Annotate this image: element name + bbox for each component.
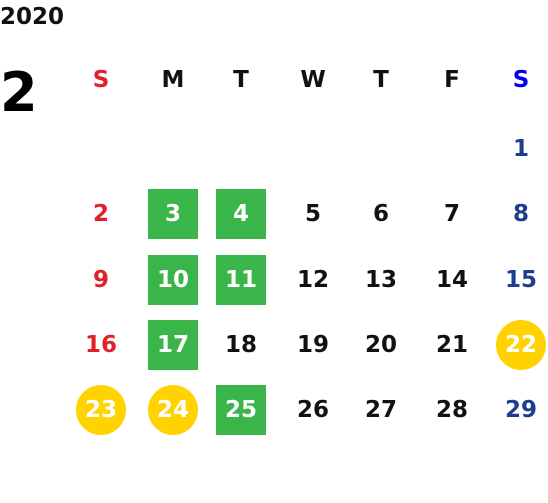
weekday-label: M xyxy=(161,67,185,93)
calendar-day[interactable]: 19 xyxy=(296,332,329,358)
calendar-day[interactable]: 2 xyxy=(92,201,109,227)
calendar-day[interactable]: 1 xyxy=(512,136,529,162)
calendar-day[interactable]: 4 xyxy=(216,189,266,239)
calendar-day[interactable]: 6 xyxy=(372,201,389,227)
calendar-day[interactable]: 13 xyxy=(364,267,397,293)
calendar-day[interactable]: 29 xyxy=(504,397,537,423)
calendar-day[interactable]: 20 xyxy=(364,332,397,358)
calendar-day[interactable]: 14 xyxy=(435,267,468,293)
weekday-label: W xyxy=(300,67,326,93)
calendar-day[interactable]: 24 xyxy=(148,385,198,435)
calendar-day[interactable]: 17 xyxy=(148,320,198,370)
calendar-day[interactable]: 21 xyxy=(435,332,468,358)
calendar-day[interactable]: 25 xyxy=(216,385,266,435)
calendar-day[interactable]: 23 xyxy=(76,385,126,435)
weekday-label: S xyxy=(92,67,110,93)
calendar-day[interactable]: 16 xyxy=(84,332,117,358)
calendar-day[interactable]: 18 xyxy=(224,332,257,358)
calendar-day[interactable]: 9 xyxy=(92,267,109,293)
calendar-day[interactable]: 10 xyxy=(148,255,198,305)
weekday-label: F xyxy=(444,67,460,93)
month-number: 2 xyxy=(0,61,38,124)
calendar-day[interactable]: 11 xyxy=(216,255,266,305)
weekday-label: T xyxy=(373,67,389,93)
calendar-day[interactable]: 7 xyxy=(443,201,460,227)
calendar-day[interactable]: 5 xyxy=(304,201,321,227)
calendar-day[interactable]: 22 xyxy=(496,320,546,370)
calendar-day[interactable]: 3 xyxy=(148,189,198,239)
year-label: 2020 xyxy=(0,4,65,30)
calendar-day[interactable]: 8 xyxy=(512,201,529,227)
calendar-day[interactable]: 26 xyxy=(296,397,329,423)
weekday-label: T xyxy=(233,67,249,93)
weekday-label: S xyxy=(512,67,530,93)
calendar-day[interactable]: 27 xyxy=(364,397,397,423)
calendar-day[interactable]: 28 xyxy=(435,397,468,423)
calendar-day[interactable]: 12 xyxy=(296,267,329,293)
calendar-day[interactable]: 15 xyxy=(504,267,537,293)
